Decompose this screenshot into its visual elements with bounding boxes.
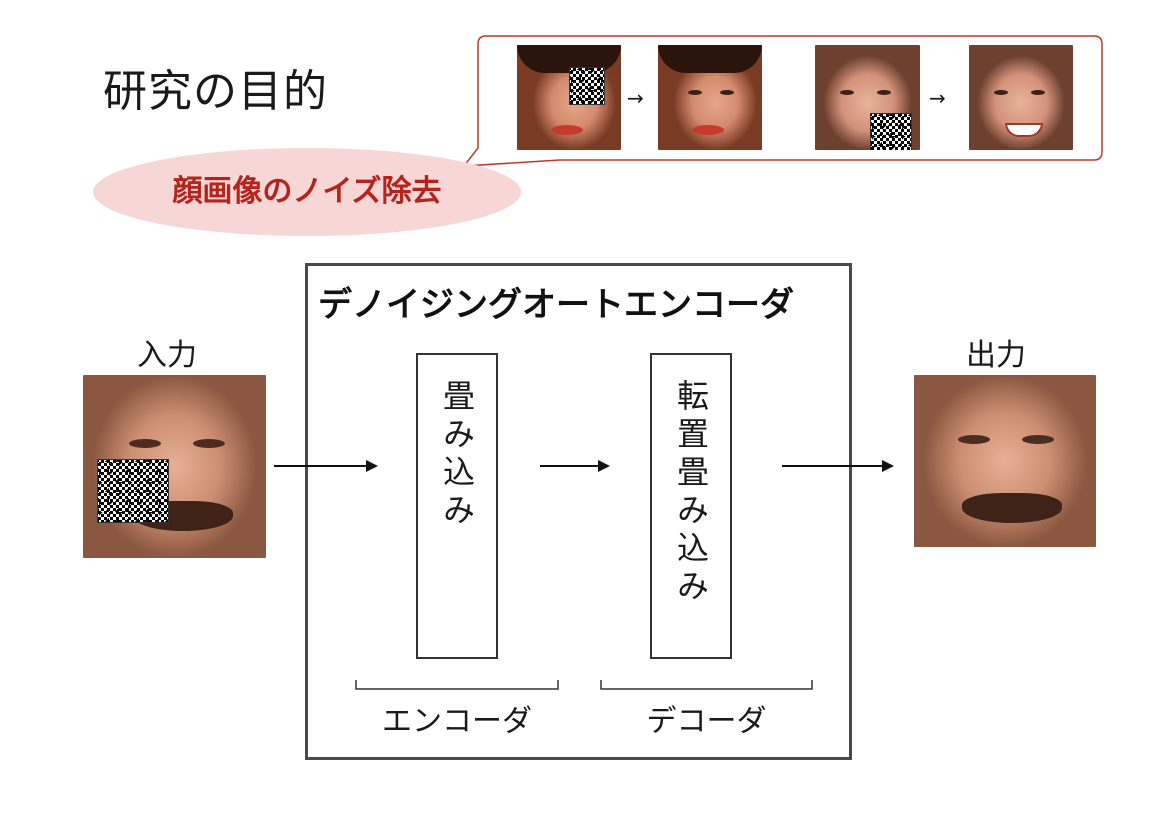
noise-patch xyxy=(569,67,605,105)
example-arrow-1: → xyxy=(627,86,644,110)
output-label: 出力 xyxy=(966,338,1026,373)
transposed-conv-layer-label: 転置畳み込み xyxy=(672,379,710,607)
example-face-2-noisy xyxy=(815,45,920,150)
example-face-1-noisy xyxy=(517,45,621,150)
purpose-badge: 顔画像のノイズ除去 xyxy=(93,148,521,236)
example-arrow-2: → xyxy=(929,86,946,110)
autoencoder-box xyxy=(305,263,852,760)
autoencoder-title: デノイジングオートエンコーダ xyxy=(318,285,794,325)
transposed-conv-layer: 転置畳み込み xyxy=(650,353,732,659)
input-face-image xyxy=(83,375,266,558)
example-face-1-clean xyxy=(658,45,762,150)
decoder-label: デコーダ xyxy=(646,704,767,739)
decoder-bracket xyxy=(600,680,813,690)
conv-layer: 畳み込み xyxy=(416,353,498,659)
conv-layer-label: 畳み込み xyxy=(438,379,476,531)
encoder-bracket xyxy=(355,680,559,690)
page-title: 研究の目的 xyxy=(103,66,328,117)
noise-patch xyxy=(870,113,912,150)
encoder-label: エンコーダ xyxy=(382,704,532,739)
input-label: 入力 xyxy=(137,338,197,373)
output-face-image xyxy=(914,375,1096,547)
example-face-2-clean xyxy=(969,45,1073,150)
noise-patch xyxy=(97,459,169,523)
